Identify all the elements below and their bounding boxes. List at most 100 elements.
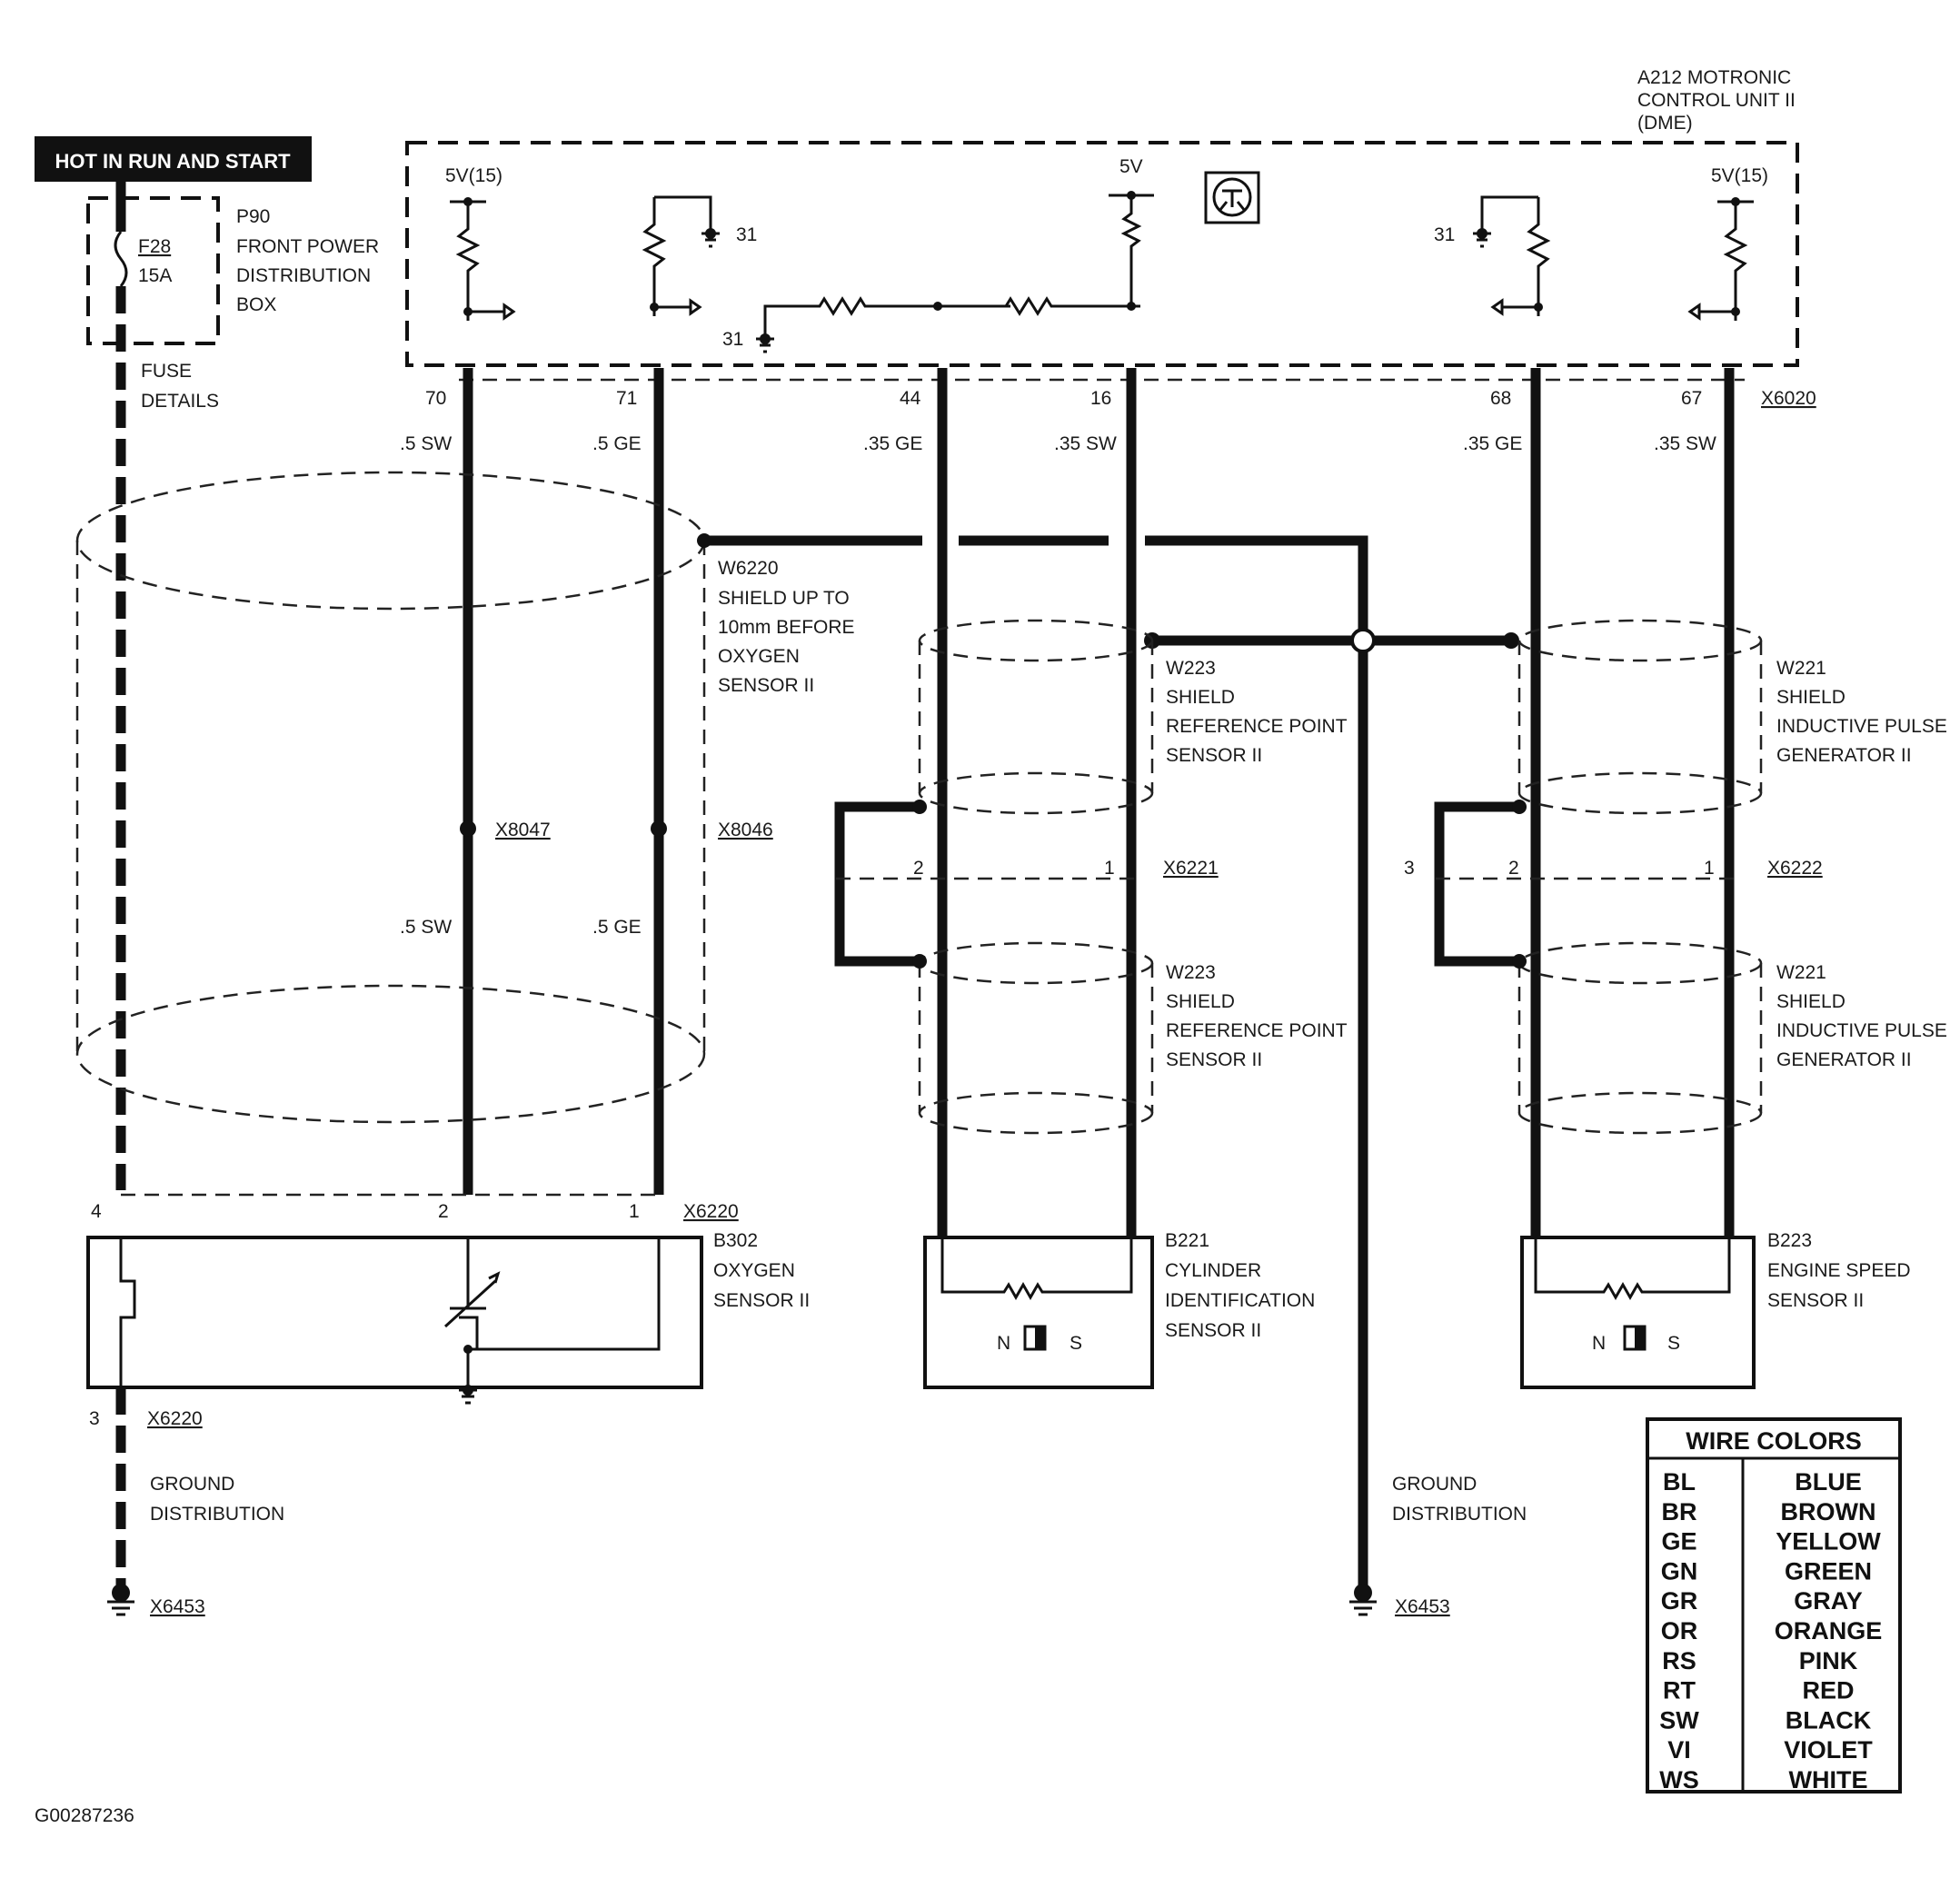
splice-x8046 — [651, 820, 667, 837]
ground-right-point: X6453 — [1395, 1596, 1450, 1617]
x6222-pin-2: 2 — [1508, 858, 1519, 879]
pin-67: 67 — [1681, 388, 1702, 409]
w221-lower-label-4: GENERATOR II — [1776, 1049, 1912, 1070]
wire-color-code: GE — [1661, 1528, 1696, 1555]
fuse-symbol — [114, 231, 128, 287]
connector-x6222: X6222 — [1767, 858, 1823, 879]
wire-color-code: RS — [1662, 1647, 1696, 1674]
wire-colors-title: WIRE COLORS — [1686, 1427, 1862, 1455]
hot-label-box — [35, 136, 312, 182]
wire-color-name: YELLOW — [1776, 1528, 1881, 1555]
x6220-pin-4: 4 — [91, 1201, 102, 1222]
fuse-box-label-4: BOX — [236, 294, 276, 315]
fuse-box-label-2: FRONT POWER — [236, 236, 379, 257]
wire-color-name: BROWN — [1781, 1498, 1876, 1525]
shield-w6220-label-2: SHIELD UP TO — [718, 588, 850, 609]
ground-left-connector: X6220 — [147, 1408, 203, 1429]
b221-n: N — [997, 1333, 1010, 1354]
fuse-box-label-1: P90 — [236, 206, 270, 227]
wire-color-name: ORANGE — [1775, 1617, 1883, 1644]
b223-label-1: B223 — [1767, 1230, 1812, 1251]
x6222-pin-3: 3 — [1404, 858, 1415, 879]
wire-16-label: .35 SW — [1054, 433, 1117, 454]
b302-label-2: OXYGEN — [713, 1260, 795, 1281]
shield-w6220-label-5: SENSOR II — [718, 675, 814, 696]
wire-44-label: .35 GE — [863, 433, 922, 454]
w221-lower-label-3: INDUCTIVE PULSE — [1776, 1020, 1947, 1041]
ground-left-label-2: DISTRIBUTION — [150, 1504, 284, 1525]
resistor-icon — [455, 202, 481, 321]
connector-x6220: X6220 — [683, 1201, 739, 1222]
w223-upper-label-3: REFERENCE POINT — [1166, 716, 1348, 737]
wire-color-code: SW — [1659, 1706, 1699, 1734]
resistor-icon — [642, 197, 667, 316]
wire-color-name: GRAY — [1794, 1587, 1863, 1615]
ecu-5v-mid: 5V — [1119, 156, 1143, 177]
ecu-5v15-right: 5V(15) — [1711, 165, 1768, 186]
x6221-pin-1: 1 — [1104, 858, 1115, 879]
fuse-box-outline — [86, 196, 220, 345]
splice-x8047-label: X8047 — [495, 820, 551, 840]
gnd-31-a: 31 — [736, 224, 757, 245]
wire-71-label: .5 GE — [592, 433, 642, 454]
ecu-box-outline — [405, 141, 1799, 367]
resistor-icon — [938, 296, 1140, 316]
fuse-rating: 15A — [138, 265, 172, 286]
b221-label-1: B221 — [1165, 1230, 1209, 1251]
gnd-31-b: 31 — [1434, 224, 1455, 245]
pin-71: 71 — [616, 388, 637, 409]
wire-color-name: BLACK — [1786, 1706, 1872, 1734]
transistor-icon — [1204, 171, 1260, 224]
b221-label-4: SENSOR II — [1165, 1320, 1261, 1341]
wire-color-code: OR — [1661, 1617, 1698, 1644]
w221-upper-label-4: GENERATOR II — [1776, 745, 1912, 766]
w223-lower-label-1: W223 — [1166, 962, 1216, 983]
shield-w6220-label-4: OXYGEN — [718, 646, 800, 667]
variable-sensor-icon — [443, 1236, 501, 1349]
fuse-id: F28 — [138, 236, 171, 257]
w223-lower-label-4: SENSOR II — [1166, 1049, 1262, 1070]
w223-lower-label-3: REFERENCE POINT — [1166, 1020, 1348, 1041]
ecu-label-1: A212 MOTRONIC — [1637, 67, 1791, 88]
b221-label-3: IDENTIFICATION — [1165, 1290, 1315, 1311]
figure-id: G00287236 — [35, 1805, 134, 1826]
resistor-icon — [1723, 202, 1748, 321]
resistor-icon — [940, 1236, 1133, 1301]
x6222-pin-1: 1 — [1704, 858, 1715, 879]
sensor-b223-box — [1520, 1236, 1756, 1389]
pin-70: 70 — [425, 388, 446, 409]
b223-n: N — [1592, 1333, 1606, 1354]
shield-jumper-w223 — [834, 801, 920, 967]
wire-color-name: PINK — [1799, 1647, 1858, 1674]
shield-jumper-w221 — [1434, 801, 1519, 967]
heater-icon — [119, 1236, 136, 1387]
b302-label-1: B302 — [713, 1230, 758, 1251]
ground-left-pin: 3 — [89, 1408, 100, 1429]
wire-color-name: BLUE — [1795, 1468, 1862, 1495]
b223-label-3: SENSOR II — [1767, 1290, 1864, 1311]
wire-70-label: .5 SW — [400, 433, 452, 454]
w223-upper-label-4: SENSOR II — [1166, 745, 1262, 766]
x6221-pin-2: 2 — [913, 858, 924, 879]
w223-upper-label-2: SHIELD — [1166, 687, 1235, 708]
b221-s: S — [1070, 1333, 1082, 1354]
w221-lower-label-2: SHIELD — [1776, 991, 1846, 1012]
resistor-icon — [1534, 1236, 1731, 1301]
w221-upper-label-3: INDUCTIVE PULSE — [1776, 716, 1947, 737]
w223-lower-label-2: SHIELD — [1166, 991, 1235, 1012]
b302-label-3: SENSOR II — [713, 1290, 810, 1311]
w221-upper-label-1: W221 — [1776, 658, 1826, 679]
shield-w6220-label-1: W6220 — [718, 558, 779, 579]
pin-16: 16 — [1090, 388, 1111, 409]
ground-right-label-1: GROUND — [1392, 1474, 1477, 1495]
wire-68-label: .35 GE — [1463, 433, 1522, 454]
wire-67-label: .35 SW — [1654, 433, 1716, 454]
gnd-31-c: 31 — [722, 329, 743, 350]
w221-lower-label-1: W221 — [1776, 962, 1826, 983]
ground-icon — [112, 1584, 130, 1602]
connector-x6221: X6221 — [1163, 858, 1219, 879]
b221-label-2: CYLINDER — [1165, 1260, 1261, 1281]
ground-icon — [1354, 1584, 1372, 1602]
